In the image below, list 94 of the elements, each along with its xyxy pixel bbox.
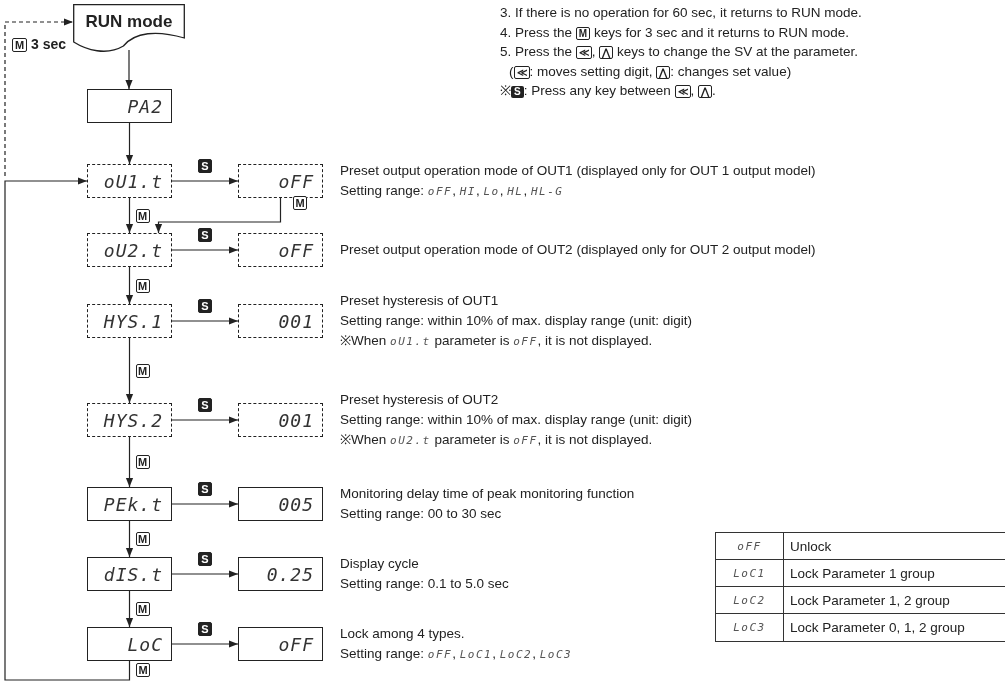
key-label: M xyxy=(293,196,307,210)
key-label: S xyxy=(198,159,212,173)
key-label: M xyxy=(135,455,150,469)
description-text: Setting range: within 10% of max. display range (unit: digit) xyxy=(340,410,692,429)
mode-title: RUN mode xyxy=(85,12,173,33)
table-cell: Lock Parameter 1, 2 group xyxy=(784,587,1005,614)
instruction-text: 4. Press the M keys for 3 sec and it returns to RUN mode. xyxy=(500,23,850,42)
display-readout: oFF xyxy=(278,170,314,192)
arrow xyxy=(125,436,134,488)
segment-display xyxy=(87,304,172,338)
segment-display xyxy=(238,233,323,267)
segment-display xyxy=(238,627,323,661)
table-cell: oFF xyxy=(716,533,784,560)
table-cell-text: Lock Parameter 0, 1, 2 group xyxy=(789,619,966,637)
key-label: S xyxy=(198,482,212,496)
arrow xyxy=(4,18,74,177)
table-cell: LoC2 xyxy=(716,587,784,614)
display-readout: 001 xyxy=(278,310,314,332)
display-readout: LoC xyxy=(127,633,163,655)
arrow xyxy=(125,197,134,234)
arrow xyxy=(154,197,282,234)
arrow xyxy=(125,520,134,558)
segment-display xyxy=(87,403,172,437)
display-readout: HYS.2 xyxy=(103,409,163,431)
description-text: Lock among 4 types. xyxy=(340,624,466,643)
arrow xyxy=(125,337,134,404)
key-label: M xyxy=(135,363,150,378)
description-text: ※When oU2.t parameter is oFF, it is not displayed. xyxy=(340,430,654,449)
table-cell: Lock Parameter 1 group xyxy=(784,560,1005,587)
description-text: Setting range: oFF, HI, Lo, HL, HL-G xyxy=(340,181,565,200)
table-cell: LoC3 xyxy=(716,614,784,641)
display-readout: dIS.t xyxy=(103,563,163,585)
segment-display xyxy=(87,557,172,591)
arrow xyxy=(125,49,133,90)
description-text: Preset output operation mode of OUT2 (displayed only for OUT 2 output model) xyxy=(340,241,816,259)
segment-display xyxy=(238,403,323,437)
display-readout: PEk.t xyxy=(103,493,163,515)
edge-label: M 3 sec xyxy=(12,36,67,52)
segment-display xyxy=(87,487,172,521)
arrow xyxy=(125,590,134,628)
table-cell: Unlock xyxy=(784,533,1005,560)
key-label: S xyxy=(198,228,212,242)
key-label: S xyxy=(198,299,212,313)
description-text: Preset output operation mode of OUT1 (displayed only for OUT 1 output model) xyxy=(340,161,816,180)
description-text: Setting range: 0.1 to 5.0 sec xyxy=(340,575,509,593)
arrow xyxy=(125,266,134,305)
table-cell: LoC1 xyxy=(716,560,784,587)
arrow xyxy=(171,570,239,578)
display-readout: oFF xyxy=(278,633,314,655)
key-label: S xyxy=(198,398,212,412)
display-readout: 001 xyxy=(278,409,314,431)
arrow xyxy=(171,177,239,185)
key-label: M xyxy=(135,208,150,223)
segment-display xyxy=(238,557,323,591)
instruction-text: 5. Press the ≪, ⋀ keys to change the SV at the parameter. xyxy=(500,43,859,61)
instruction-text: (≪: moves setting digit, ⋀: changes set value) xyxy=(508,62,793,81)
segment-display xyxy=(238,164,323,198)
description-text: Display cycle xyxy=(340,555,420,573)
key-label: S xyxy=(198,552,212,566)
display-readout: 005 xyxy=(278,493,314,515)
key-label: M xyxy=(135,532,150,546)
display-readout: PA2 xyxy=(127,95,163,117)
description-text: Monitoring delay time of peak monitoring function xyxy=(340,485,635,503)
key-label: M xyxy=(135,602,150,616)
segment-display xyxy=(238,304,323,338)
key-label: M xyxy=(135,278,150,293)
description-text: Setting range: 00 to 30 sec xyxy=(340,505,503,523)
instruction-text: ※S: Press any key between ≪, ⋀. xyxy=(500,82,717,100)
instruction-text: 3. If there is no operation for 60 sec, it returns to RUN mode. xyxy=(500,4,862,22)
display-readout: HYS.1 xyxy=(103,310,163,332)
arrow xyxy=(171,246,239,254)
display-readout: oU1.t xyxy=(103,170,163,192)
segment-display xyxy=(238,487,323,521)
description-text: Preset hysteresis of OUT1 xyxy=(340,291,500,310)
key-label: S xyxy=(198,622,212,636)
arrow xyxy=(171,640,239,648)
arrow xyxy=(125,122,134,165)
segment-display xyxy=(87,164,172,198)
key-label: M xyxy=(136,663,150,677)
document-shape xyxy=(73,4,185,52)
description-text: Preset hysteresis of OUT2 xyxy=(340,390,500,409)
description-text: ※When oU1.t parameter is oFF, it is not displayed. xyxy=(340,331,654,350)
segment-display xyxy=(87,627,172,661)
arrow xyxy=(171,317,239,325)
description-text: Setting range: within 10% of max. display range (unit: digit) xyxy=(340,311,692,330)
display-readout: 0.25 xyxy=(266,563,314,585)
display-readout: oFF xyxy=(278,239,314,261)
arrow xyxy=(171,500,239,508)
description-text: Setting range: oFF, LoC1, LoC2, LoC3 xyxy=(340,644,573,663)
segment-display xyxy=(87,233,172,267)
arrow xyxy=(4,177,131,681)
arrow xyxy=(171,416,239,424)
segment-display xyxy=(87,89,172,123)
display-readout: oU2.t xyxy=(103,239,163,261)
